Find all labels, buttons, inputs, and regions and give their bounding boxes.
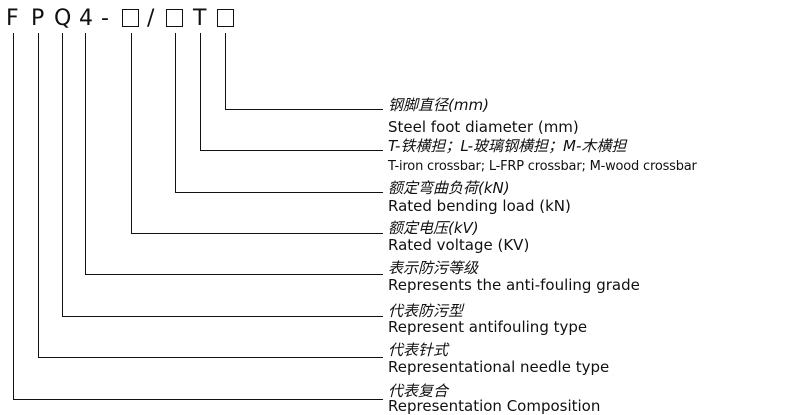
- label-grade-cn: 表示防污等级: [388, 259, 479, 277]
- code-char-q: Q: [54, 6, 72, 31]
- label-needle-cn: 代表针式: [388, 341, 449, 359]
- code-box-voltage: [122, 9, 139, 27]
- code-char-f: F: [6, 6, 19, 31]
- label-composite-cn: 代表复合: [388, 382, 449, 400]
- code-char-slash: /: [147, 6, 155, 31]
- label-type-en: Represent antifouling type: [388, 318, 588, 336]
- leader-line-voltage: [131, 33, 383, 234]
- code-char-t: T: [193, 6, 207, 31]
- label-diameter-en: Steel foot diameter (mm): [388, 118, 579, 136]
- leader-line-type: [62, 33, 383, 317]
- label-voltage-cn: 额定电压(kV): [388, 219, 479, 237]
- label-needle-en: Representational needle type: [388, 358, 610, 376]
- code-box-diameter: [217, 9, 234, 27]
- code-char-dash: -: [101, 6, 109, 31]
- leader-line-diameter: [225, 33, 383, 110]
- label-diameter-cn: 钢脚直径(mm): [388, 96, 489, 114]
- label-crossbar-en: T-iron crossbar; L-FRP crossbar; M-wood …: [388, 159, 697, 174]
- leader-line-grade: [85, 33, 383, 275]
- code-char-4: 4: [79, 6, 93, 31]
- leader-line-crossbar: [200, 33, 383, 151]
- label-crossbar-cn: T-铁横担；L-玻璃钢横担；M-木横担: [388, 137, 627, 155]
- leader-line-needle: [38, 33, 383, 358]
- label-grade-en: Represents the anti-fouling grade: [388, 276, 640, 294]
- label-load-cn: 额定弯曲负荷(kN): [388, 179, 510, 197]
- label-voltage-en: Rated voltage (KV): [388, 236, 530, 254]
- label-type-cn: 代表防污型: [388, 302, 464, 320]
- leader-line-composite: [13, 33, 383, 400]
- label-composite-en: Representation Composition: [388, 397, 601, 415]
- code-box-load: [166, 9, 183, 27]
- code-char-p: P: [31, 6, 45, 31]
- leader-line-load: [175, 33, 383, 193]
- label-load-en: Rated bending load (kN): [388, 197, 571, 215]
